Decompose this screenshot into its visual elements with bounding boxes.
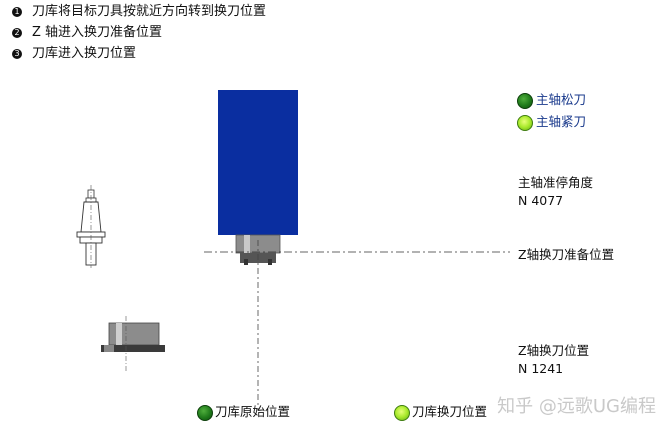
step-text: 刀库进入换刀位置 — [32, 46, 137, 61]
step-3: 3 刀库进入换刀位置 — [12, 46, 136, 62]
step-number: 1 — [12, 7, 22, 17]
z-ready-label: Z轴换刀准备位置 — [518, 247, 615, 262]
watermark: 知乎 @远歌UG编程 — [497, 396, 656, 417]
magazine-change-label: 刀库换刀位置 — [412, 404, 488, 419]
orient-angle-value: N 4077 — [518, 193, 564, 208]
step-1: 1 刀库将目标刀具按就近方向转到换刀位置 — [12, 4, 266, 20]
magazine-change-lamp-icon — [394, 405, 410, 421]
z-change-value: N 1241 — [518, 361, 564, 376]
spindle-head — [218, 90, 298, 235]
magazine-pot — [101, 316, 165, 372]
step-text: 刀库将目标刀具按就近方向转到换刀位置 — [32, 4, 267, 19]
step-number: 3 — [12, 49, 22, 59]
spindle-clamp-label: 主轴紧刀 — [536, 114, 587, 129]
spindle-release-label: 主轴松刀 — [536, 92, 587, 107]
step-2: 2 Z 轴进入换刀准备位置 — [12, 25, 162, 41]
magazine-home-lamp-icon — [197, 405, 213, 421]
spindle-nose-highlight — [244, 235, 250, 253]
step-number: 2 — [12, 28, 22, 38]
spindle-clamp-lamp-icon — [517, 115, 533, 131]
magazine-home-label: 刀库原始位置 — [215, 404, 291, 419]
z-change-label: Z轴换刀位置 — [518, 343, 590, 358]
orient-angle-label: 主轴准停角度 — [518, 175, 594, 190]
drive-key-left — [244, 259, 248, 265]
tool-holder — [76, 185, 106, 268]
spindle-release-lamp-icon — [517, 93, 533, 109]
drive-key-right — [268, 259, 272, 265]
step-text: Z 轴进入换刀准备位置 — [32, 25, 163, 40]
